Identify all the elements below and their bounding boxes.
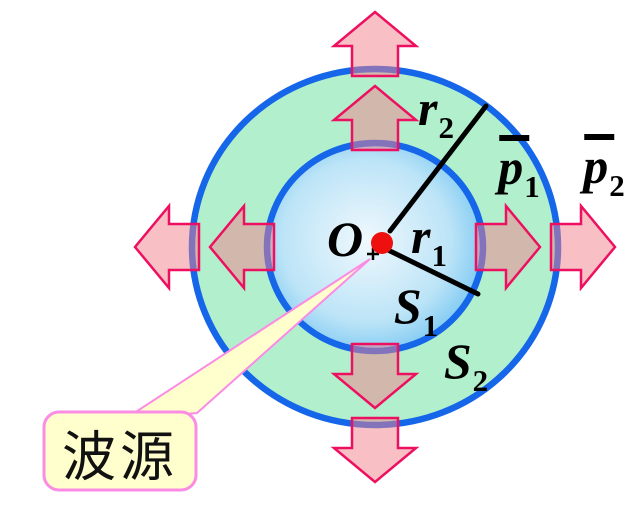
p1-subscript: 1 [524,169,540,204]
p1-overline [499,135,530,141]
arrow-outer-right [549,204,617,290]
r1-subscript: 1 [431,238,447,273]
label-s1: S1 [394,281,438,341]
p2-subscript: 2 [609,168,625,203]
radius-line-r1 [385,247,481,297]
p2-letter: p [583,138,609,194]
label-r1: r1 [411,211,447,271]
label-s2: S2 [444,336,488,396]
label-origin: O [327,214,363,264]
origin-letter: O [326,211,364,267]
s2-letter: S [443,333,472,389]
label-p2: p2 [583,134,625,203]
p1-letter: p [498,139,524,195]
r2-letter: r [418,80,438,136]
radius-line-r2 [387,103,489,234]
p2-overline [584,134,615,140]
s1-letter: S [393,278,422,334]
s2-subscript: 2 [472,363,489,398]
arrow-outer-up [332,10,418,78]
arrow-outer-down [332,416,418,484]
label-r2: r2 [418,83,454,143]
source-callout-box [42,410,198,492]
label-p1: p1 [498,135,540,204]
arrow-outer-left [133,204,201,290]
r1-letter: r [411,208,431,264]
center-mark [367,248,379,260]
wave-source-dot [371,232,393,254]
source-callout-label: 波源 [62,425,178,489]
s1-subscript: 1 [422,308,439,343]
r2-subscript: 2 [438,110,454,145]
